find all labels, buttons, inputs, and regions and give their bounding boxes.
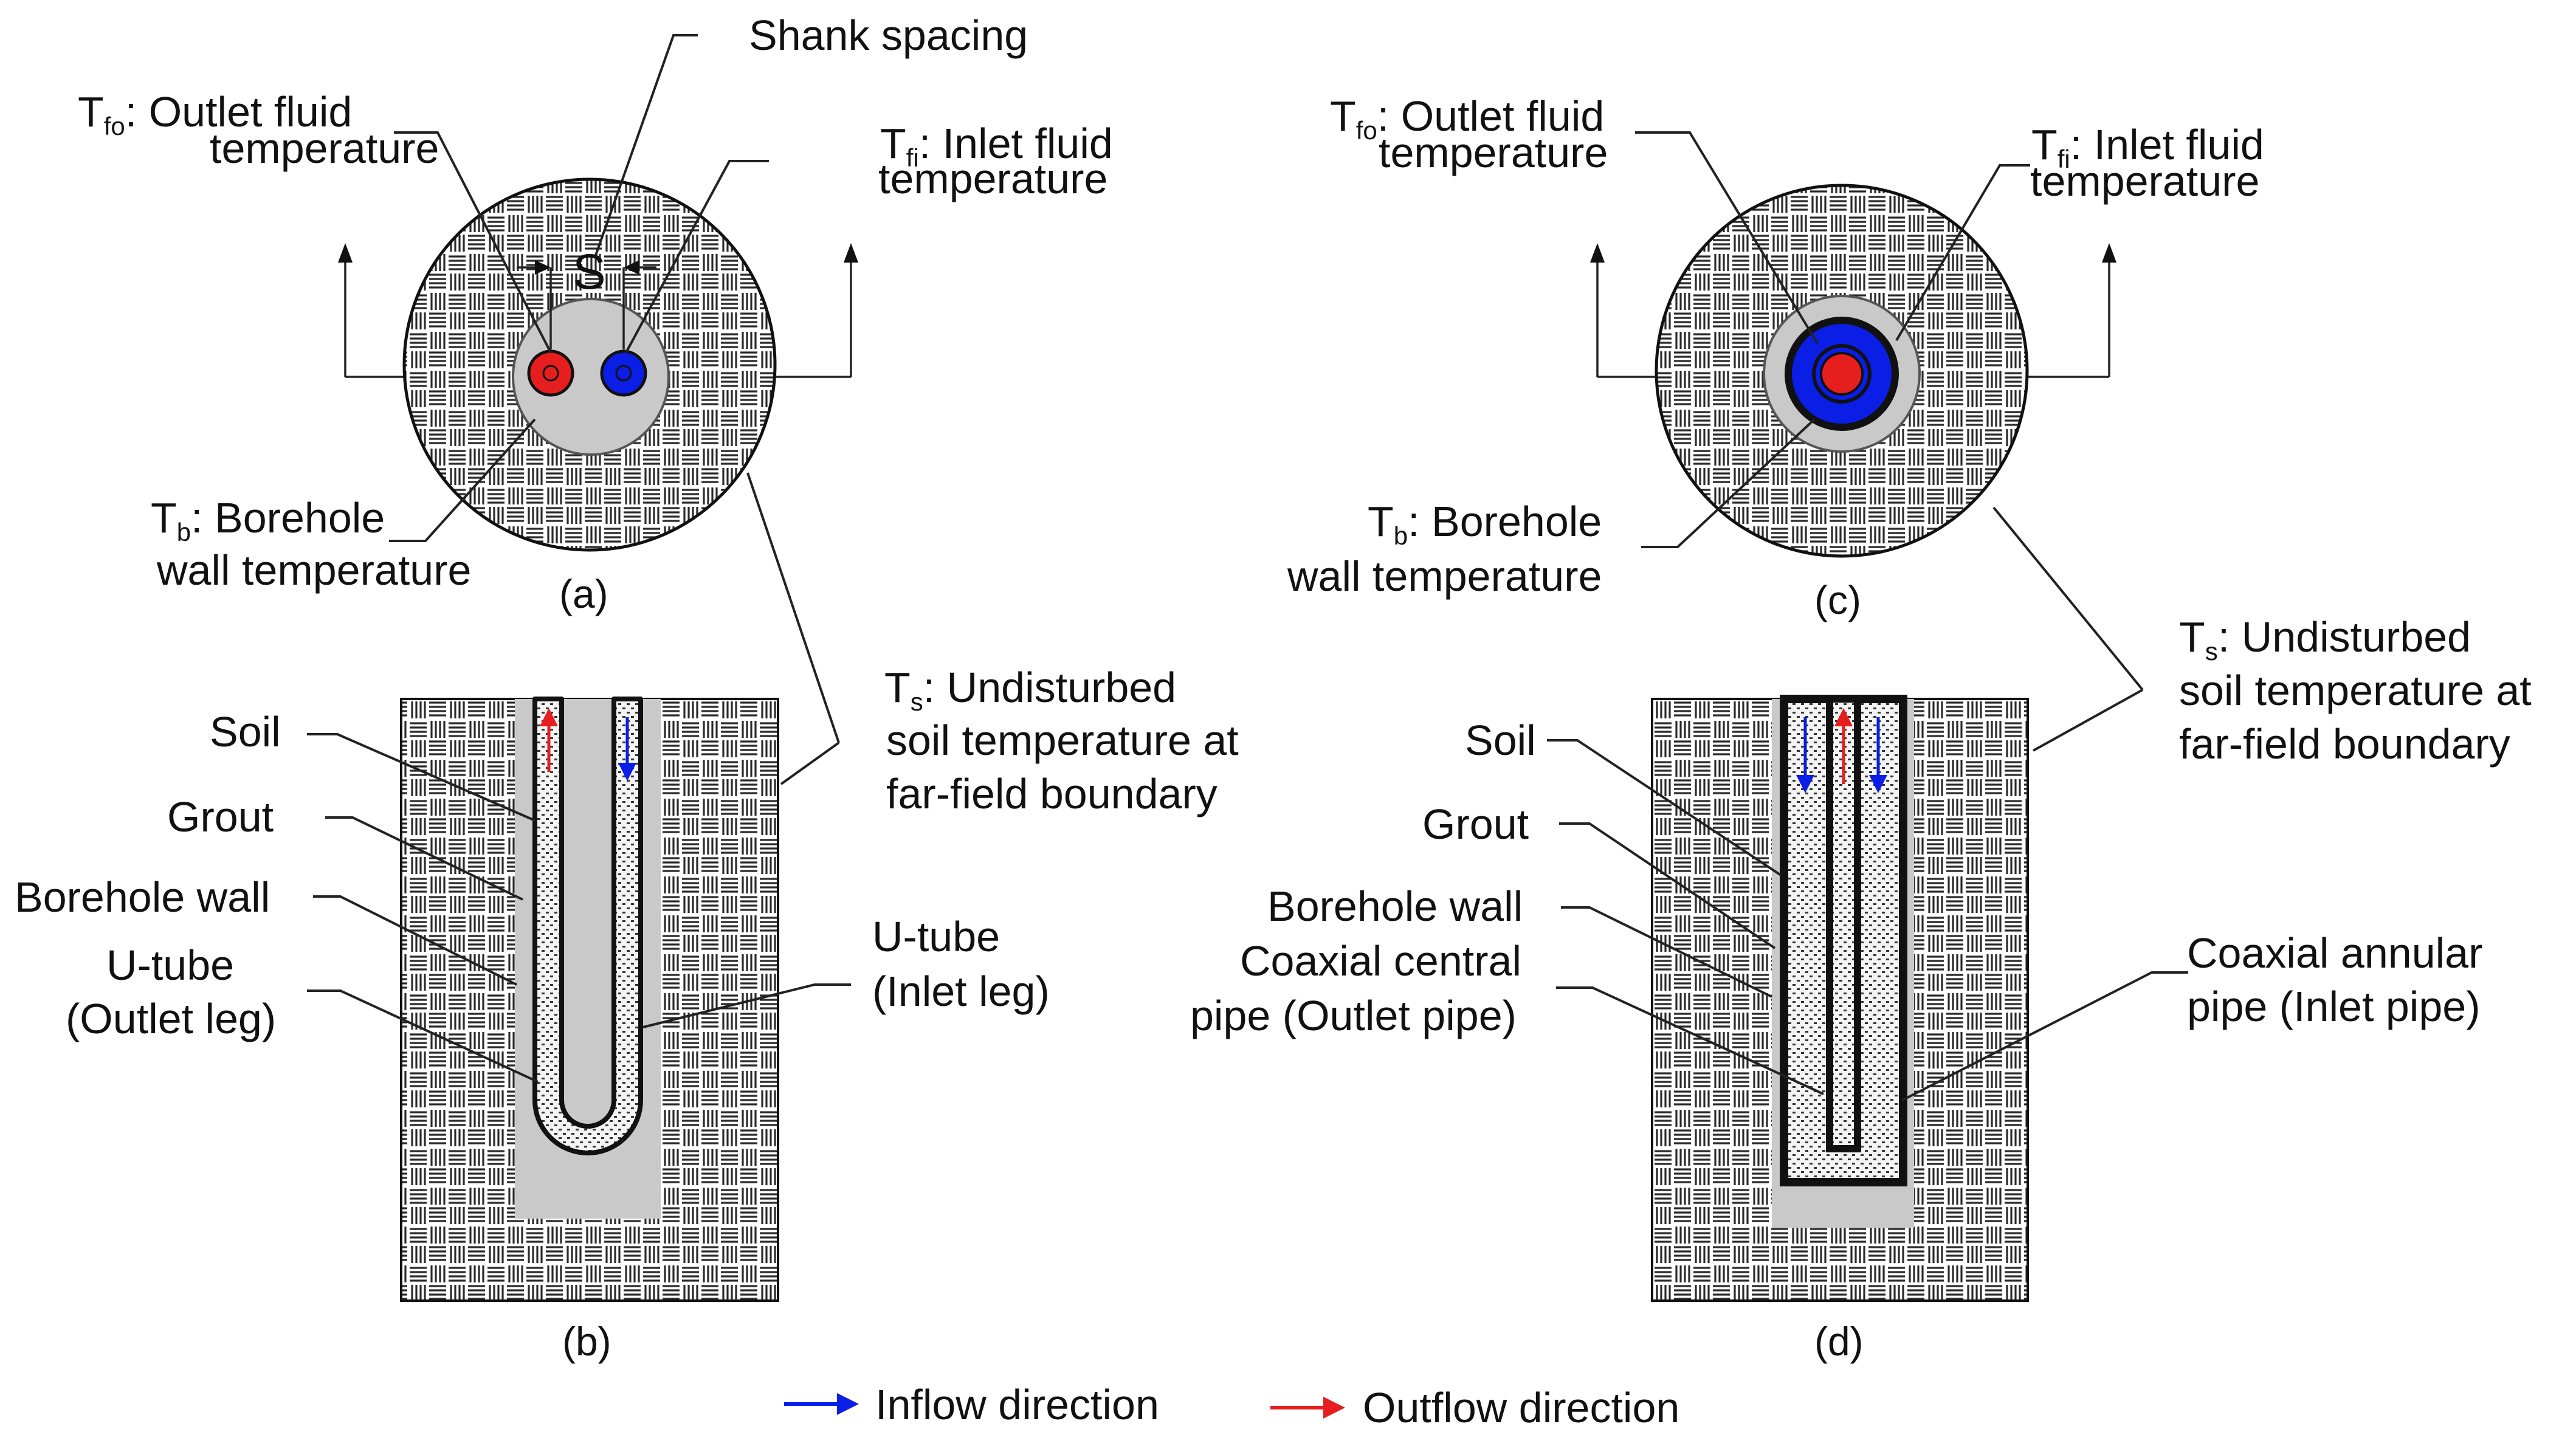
tfo-label-a-line2: temperature (210, 125, 439, 172)
panel-c-coaxial-section (1590, 184, 2116, 558)
tb-label-c: Tb: Borehole (1368, 498, 1602, 550)
coax-annular-label-1: Coaxial annular (2187, 929, 2482, 977)
tfi-label-c: Tfi: Inlet fluid (2031, 121, 2264, 173)
coax-central-label-1: Coaxial central (1240, 937, 1521, 985)
ts-label-right-line2: soil temperature at (2179, 667, 2532, 714)
shank-spacing-dimension: S (517, 244, 656, 349)
tfo-label-c-line2: temperature (1379, 129, 1608, 176)
inlet-leg-circle (600, 349, 647, 397)
borehole-a (512, 298, 670, 456)
caption-d: (d) (1814, 1319, 1864, 1364)
grout-label-b: Grout (167, 793, 274, 841)
central-pipe (1826, 695, 1861, 1152)
grout-label-d: Grout (1422, 800, 1529, 848)
tb-label-a: Tb: Borehole (151, 494, 385, 546)
ts-label-left-line3: far-field boundary (886, 770, 1217, 817)
legend-outflow: Outflow direction (1363, 1384, 1679, 1431)
coax-central-label-2: pipe (Outlet pipe) (1190, 992, 1517, 1039)
shank-symbol: S (573, 244, 606, 300)
tb-label-c-line2: wall temperature (1287, 552, 1602, 600)
tfi-label-a-line2: temperature (878, 155, 1107, 202)
outlet-leg-circle (527, 349, 574, 397)
soil-label-b: Soil (210, 708, 281, 755)
central-pipe-circle (1820, 352, 1864, 396)
shank-spacing-label: Shank spacing (749, 12, 1028, 59)
ts-label-right-line3: far-field boundary (2179, 720, 2510, 768)
ts-label-right: Ts: Undisturbed (2179, 613, 2471, 666)
soil-label-d: Soil (1465, 717, 1536, 764)
leader-lines (307, 34, 2188, 1101)
tfo-label-a: Tfo: Outlet fluid (78, 88, 352, 140)
panel-a-utube-section: S (338, 177, 858, 552)
panel-d-coaxial-longitudinal (1651, 695, 2029, 1302)
utube-fluid (532, 697, 643, 1155)
ts-label-left: Ts: Undisturbed (884, 664, 1176, 716)
tfi-label-c-line2: temperature (2030, 157, 2259, 205)
utube-outlet-label-2: (Outlet leg) (66, 995, 276, 1042)
tfo-label-c: Tfo: Outlet fluid (1330, 92, 1604, 145)
borehole-wall-label-d: Borehole wall (1267, 883, 1523, 930)
utube-inlet-label-2: (Inlet leg) (872, 968, 1050, 1015)
legend-inflow: Inflow direction (875, 1381, 1159, 1428)
ts-label-left-line2: soil temperature at (886, 717, 1239, 764)
tfi-label-a: Tfi: Inlet fluid (880, 120, 1113, 172)
caption-a: (a) (559, 571, 608, 616)
tb-label-a-line2: wall temperature (156, 546, 471, 594)
utube-inlet-label-1: U-tube (872, 913, 1000, 960)
caption-c: (c) (1814, 577, 1861, 622)
borehole-wall-label-b: Borehole wall (15, 873, 270, 921)
panel-b-utube-longitudinal (400, 697, 779, 1302)
utube-outlet-label-1: U-tube (106, 941, 234, 989)
caption-b: (b) (562, 1319, 611, 1364)
labels: Shank spacing Tfo: Outlet fluid temperat… (15, 12, 2532, 1364)
coax-annular-label-2: pipe (Inlet pipe) (2187, 983, 2481, 1030)
legend: Inflow direction Outflow direction (784, 1381, 1679, 1431)
